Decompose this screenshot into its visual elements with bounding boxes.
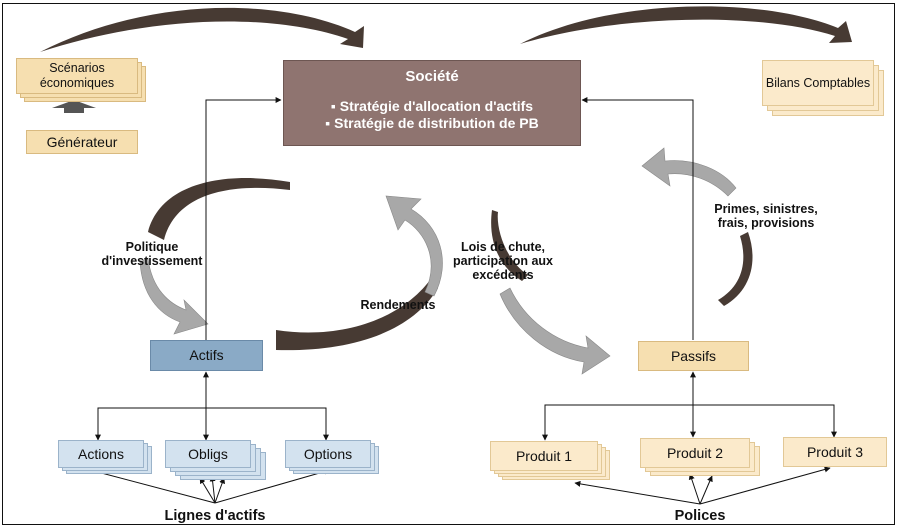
societe-bullet-distribution: ▪ Stratégie de distribution de PB <box>325 114 539 131</box>
generateur-up-arrow <box>52 100 96 113</box>
politique-grey-arrow <box>139 257 209 335</box>
scenarios-label: Scénarios économiques <box>39 61 115 90</box>
ligne-to-obligs-b <box>209 475 216 504</box>
ligne-to-obligs-c <box>214 477 225 504</box>
produit2-box: Produit 2 <box>640 438 750 468</box>
top-right-curved-arrow <box>520 6 852 44</box>
produit1-box: Produit 1 <box>490 441 598 471</box>
ligne-to-options <box>214 468 331 504</box>
polices-to-produit3 <box>699 466 831 505</box>
right-top-dark-arc <box>491 210 528 281</box>
actions-box: Actions <box>58 440 144 468</box>
passifs-lines-bus <box>544 404 835 426</box>
polices-to-produit2-a <box>688 473 701 505</box>
right-side-dark-arc <box>718 232 753 306</box>
polices-to-produit1 <box>574 480 701 505</box>
produit3-label: Produit 3 <box>806 443 864 460</box>
bilans-comptables-box: Bilans Comptables <box>762 60 874 106</box>
lignes-actifs-label: Lignes d'actifs <box>164 508 266 524</box>
actifs-to-societe-line <box>205 97 282 340</box>
rendements-grey-arrow <box>385 195 443 297</box>
actions-label: Actions <box>78 445 124 462</box>
actifs-lines-bus <box>97 407 327 426</box>
polices-label: Polices <box>674 508 726 524</box>
societe-box: Société ▪ Stratégie d'allocation d'actif… <box>283 60 581 146</box>
primes-grey-arrow <box>641 147 737 197</box>
passifs-label: Passifs <box>670 347 717 364</box>
polices-to-produit2-b <box>699 475 713 505</box>
obligs-box: Obligs <box>165 440 251 468</box>
diagram-frame <box>2 3 895 525</box>
lois-label: Lois de chute, participation aux excéden… <box>452 240 554 282</box>
societe-bullet-allocation: ▪ Stratégie d'allocation d'actifs <box>330 97 534 114</box>
societe-title: Société <box>405 67 459 85</box>
actifs-label: Actifs <box>189 347 224 363</box>
rendements-label: Rendements <box>360 298 436 312</box>
top-left-curved-arrow <box>40 7 364 52</box>
generateur-label: Générateur <box>46 133 118 150</box>
lois-grey-arrow <box>499 287 611 375</box>
bilans-label: Bilans Comptables <box>765 75 871 90</box>
produit1-label: Produit 1 <box>515 447 573 464</box>
produit2-label: Produit 2 <box>666 444 724 461</box>
options-box: Options <box>285 440 371 468</box>
generateur-box: Générateur <box>26 130 138 154</box>
left-bottom-dark-arc <box>276 280 438 351</box>
left-top-dark-arc <box>148 178 290 240</box>
ligne-to-obligs-a <box>199 477 216 504</box>
ligne-to-actions <box>89 468 216 504</box>
actifs-box: Actifs <box>150 340 263 371</box>
passifs-to-societe-line <box>581 97 694 340</box>
options-label: Options <box>303 445 353 462</box>
scenarios-economiques-box: Scénarios économiques <box>16 58 138 94</box>
politique-label: Politique d'investissement <box>101 240 203 268</box>
primes-label: Primes, sinistres, frais, provisions <box>714 202 818 230</box>
passifs-box: Passifs <box>638 341 749 371</box>
obligs-label: Obligs <box>188 445 228 462</box>
produit3-box: Produit 3 <box>783 437 887 467</box>
